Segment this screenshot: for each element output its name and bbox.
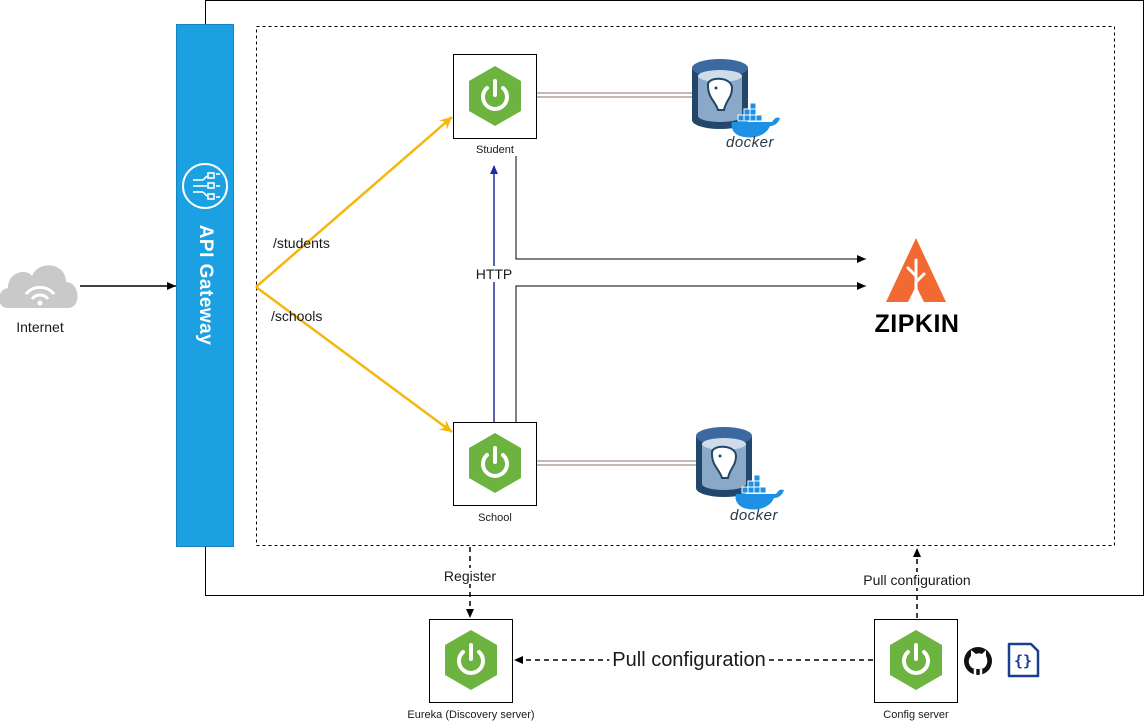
- register-label: Register: [440, 568, 500, 584]
- spring-power-icon: [890, 630, 942, 690]
- internet-label: Internet: [16, 319, 64, 335]
- system-boundary: [205, 0, 1144, 596]
- api-gateway-title: API Gateway: [195, 224, 216, 346]
- route-students-label: /students: [273, 235, 330, 251]
- pull-config-bottom-label: Pull configuration: [609, 649, 769, 672]
- zipkin-icon: [886, 238, 946, 302]
- services-boundary: [256, 26, 1115, 546]
- json-file-icon: {}: [1007, 642, 1040, 678]
- student-to-zipkin-line: [515, 156, 866, 263]
- route-schools-arrow: [255, 285, 453, 434]
- route-students-arrow: [255, 116, 453, 288]
- zipkin-label: ZIPKIN: [874, 310, 960, 338]
- spring-power-icon: [469, 66, 521, 126]
- postgres-icon: [696, 427, 752, 497]
- config-server-label: Config server: [883, 709, 949, 721]
- cloud-wifi-icon: [0, 265, 78, 308]
- github-icon: [964, 647, 992, 675]
- postgres-icon: [692, 59, 748, 129]
- route-schools-label: /schools: [271, 308, 323, 324]
- api-gateway-icon: [182, 163, 228, 209]
- eureka-label: Eureka (Discovery server): [407, 709, 535, 721]
- school-db-connector: [537, 460, 696, 466]
- pull-config-top-label: Pull configuration: [860, 572, 974, 588]
- spring-power-icon: [445, 630, 497, 690]
- school-to-zipkin-line: [515, 282, 866, 422]
- student-db-docker-label: docker: [726, 134, 775, 151]
- spring-power-icon: [469, 433, 521, 493]
- docker-whale-icon: [735, 474, 784, 510]
- api-gateway-bar[interactable]: [176, 24, 234, 547]
- http-label: HTTP: [472, 266, 516, 282]
- student-db-connector: [537, 92, 692, 98]
- school-service-label: School: [478, 512, 512, 524]
- student-service-label: Student: [476, 144, 514, 156]
- svg-text:{}: {}: [1014, 652, 1032, 670]
- docker-whale-icon: [731, 102, 780, 138]
- school-db-docker-label: docker: [730, 507, 779, 524]
